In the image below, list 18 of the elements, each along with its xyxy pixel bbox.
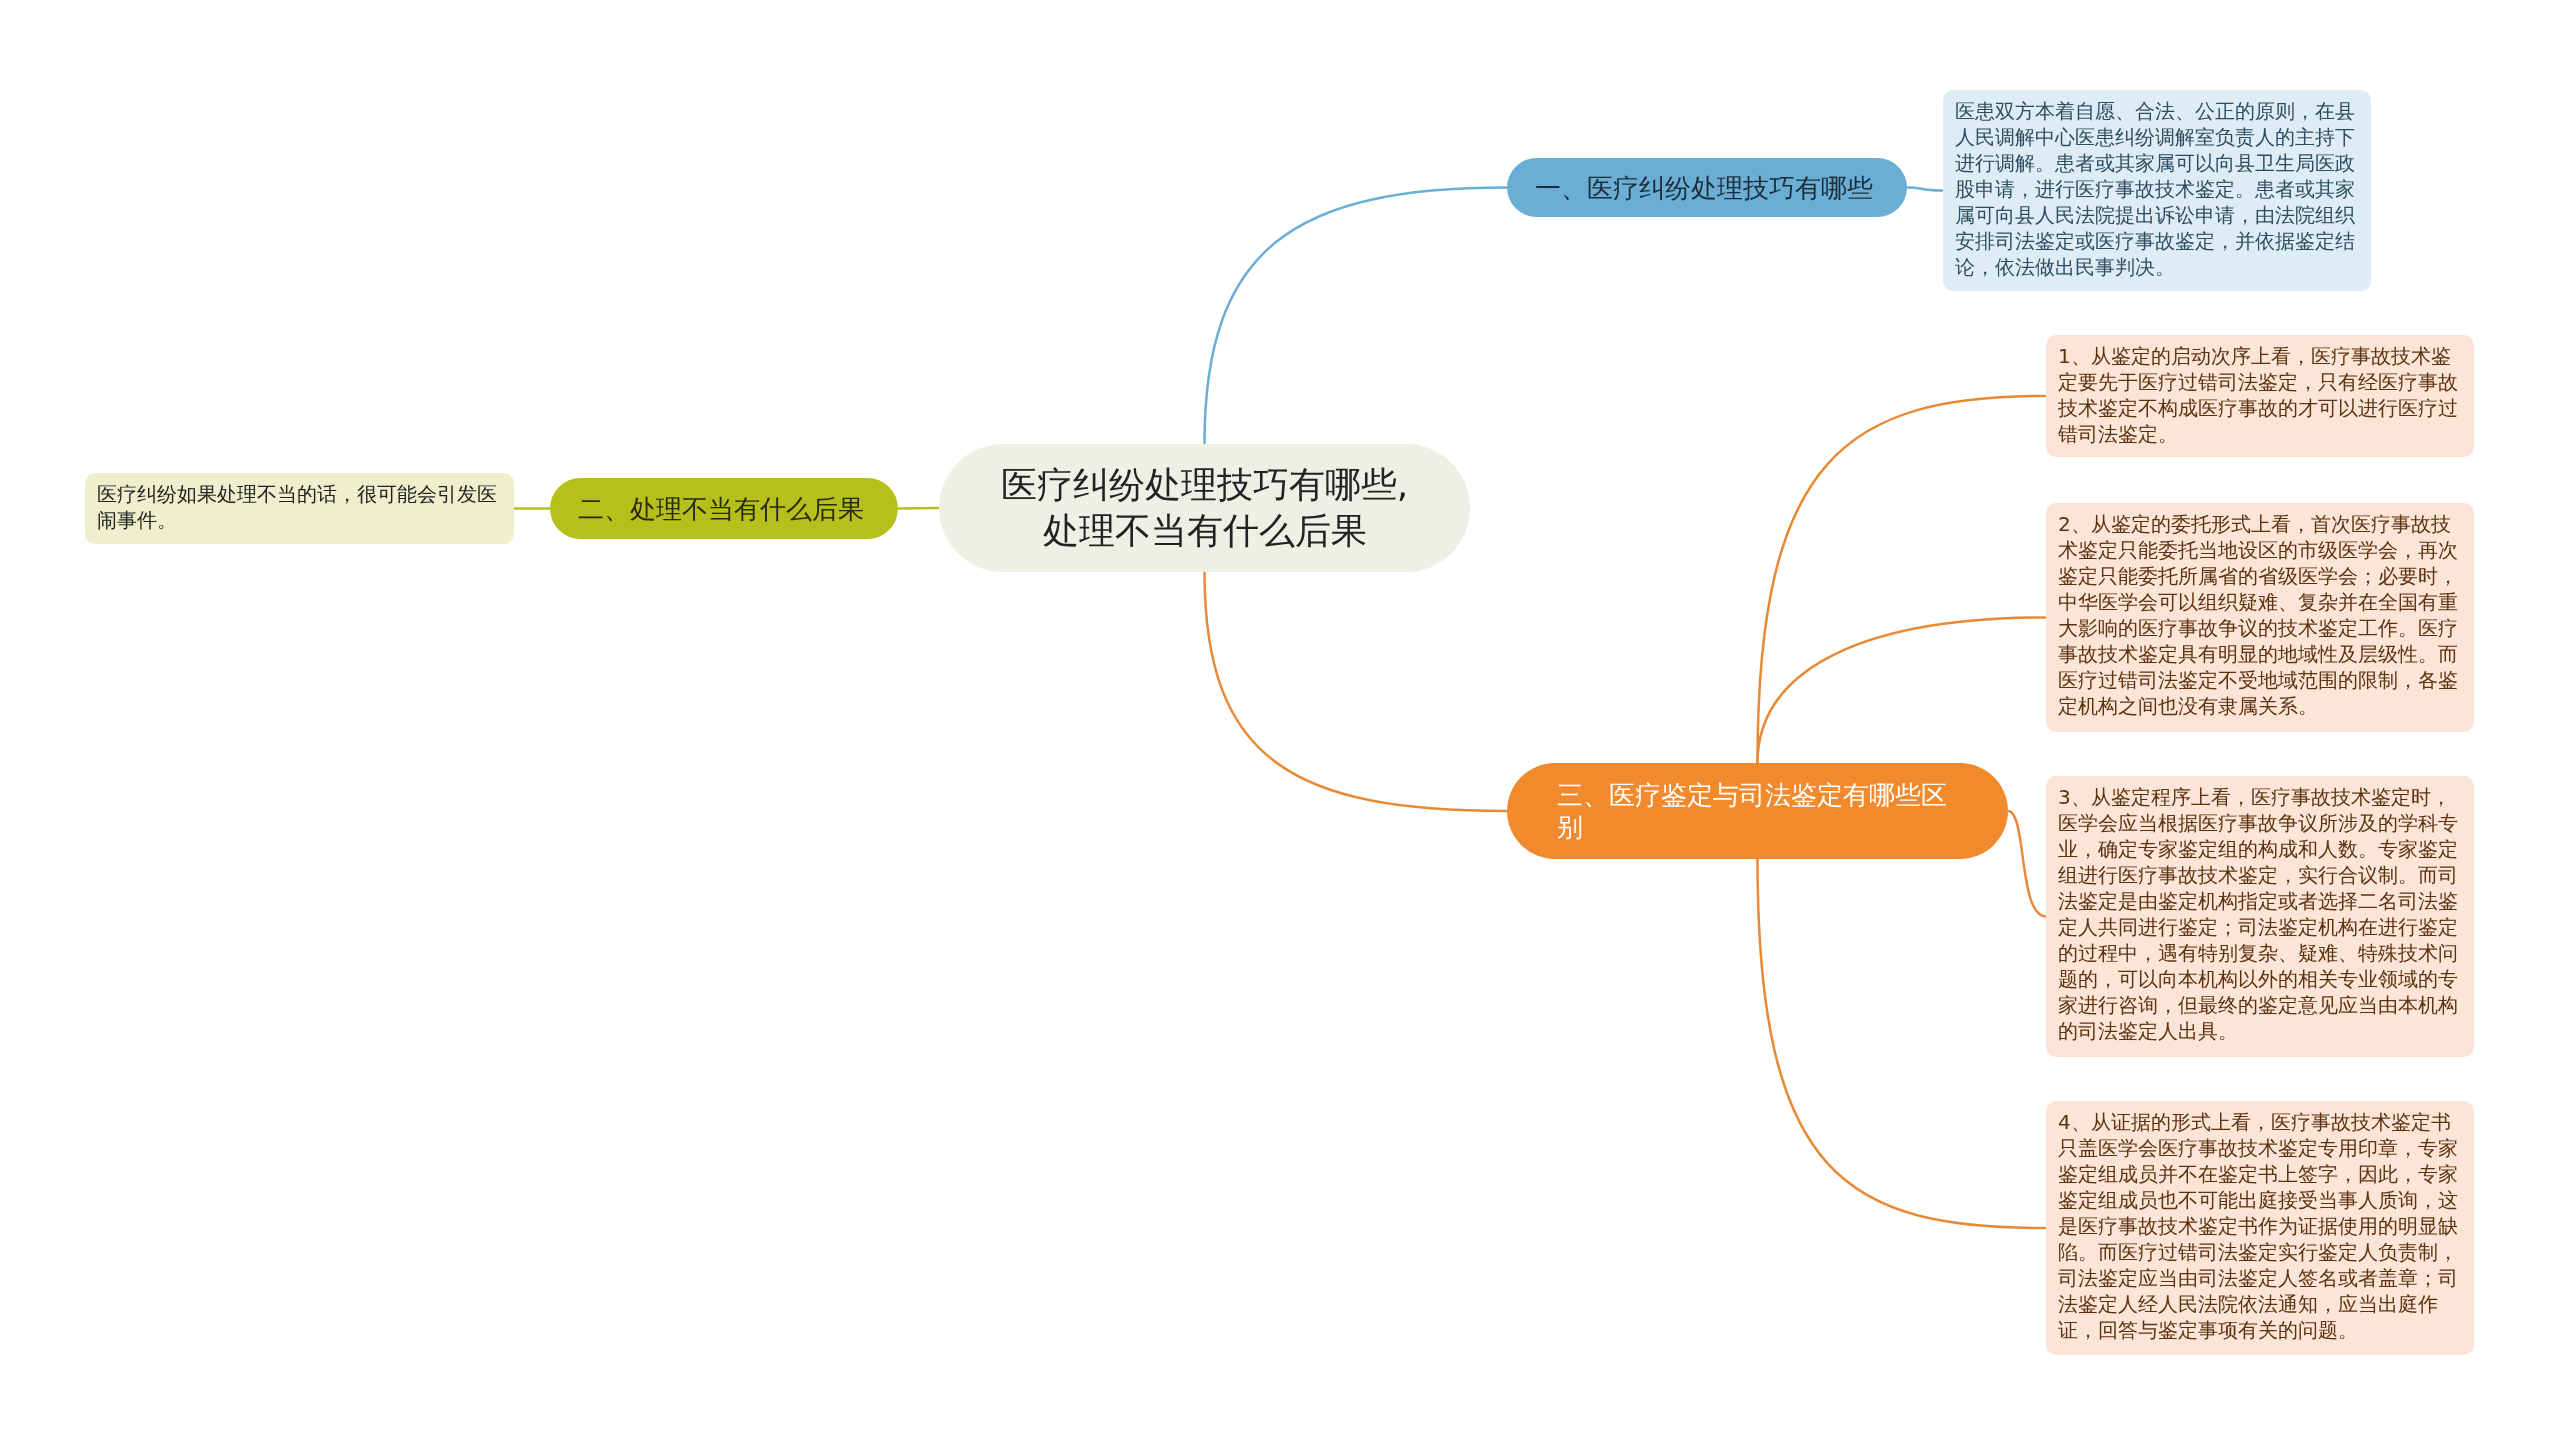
note-box: 医患双方本着自愿、合法、公正的原则，在县人民调解中心医患纠纷调解室负责人的主持下进行调解。患者或其家属可以向县卫生局医政股申请，进行医疗事故技术鉴定。患者或其家属可向县人民法院提出诉讼申请，由法院组织安排司法鉴定或医疗事故鉴定，并依据鉴定结论，依法做出民事判决。 (1943, 90, 2371, 291)
connector-line (1756, 858, 2047, 1230)
connector-line (514, 507, 550, 510)
branch-bubble: 三、医疗鉴定与司法鉴定有哪些区别 (1507, 763, 2008, 859)
connector-line (898, 506, 939, 510)
connector-line (1756, 616, 2047, 764)
connector-line (1203, 186, 1508, 445)
branch-bubble: 二、处理不当有什么后果 (550, 478, 898, 539)
note-box: 2、从鉴定的委托形式上看，首次医疗事故技术鉴定只能委托当地设区的市级医学会，再次鉴定只能委托所属省的省级医学会；必要时，中华医学会可以组织疑难、复杂并在全国有重大影响的医疗事故争议的技术鉴定工作。医疗事故技术鉴定具有明显的地域性及层级性。而医疗过错司法鉴定不受地域范围的限制，各鉴定机构之间也没有隶属关系。 (2046, 503, 2474, 732)
note-box: 4、从证据的形式上看，医疗事故技术鉴定书只盖医学会医疗事故技术鉴定专用印章，专家鉴定组成员并不在鉴定书上签字，因此，专家鉴定组成员也不可能出庭接受当事人质询，这是医疗事故技术鉴定书作为证据使用的明显缺陷。而医疗过错司法鉴定实行鉴定人负责制，司法鉴定应当由司法鉴定人签名或者盖章；司法鉴定人经人民法院依法通知，应当出庭作证，回答与鉴定事项有关的问题。 (2046, 1101, 2474, 1355)
note-box: 1、从鉴定的启动次序上看，医疗事故技术鉴定要先于医疗过错司法鉴定，只有经医疗事故技术鉴定不构成医疗事故的才可以进行医疗过错司法鉴定。 (2046, 335, 2474, 457)
note-box: 医疗纠纷如果处理不当的话，很可能会引发医闹事件。 (85, 473, 514, 544)
topic-bubble: 医疗纠纷处理技巧有哪些,处理不当有什么后果 (939, 444, 1470, 572)
branch-bubble: 一、医疗纠纷处理技巧有哪些 (1507, 158, 1907, 217)
connector-line (2007, 809, 2047, 918)
connector-line (1203, 571, 1508, 813)
note-box: 3、从鉴定程序上看，医疗事故技术鉴定时，医学会应当根据医疗事故争议所涉及的学科专业，确定专家鉴定组的构成和人数。专家鉴定组进行医疗事故技术鉴定，实行合议制。而司法鉴定是由鉴定机构指定或者选择二名司法鉴定人共同进行鉴定；司法鉴定机构在进行鉴定的过程中，遇有特别复杂、疑难、特殊技术问题的，可以向本机构以外的相关专业领域的专家进行咨询，但最终的鉴定意见应当由本机构的司法鉴定人出具。 (2046, 776, 2474, 1057)
connector-line (1907, 186, 1943, 192)
